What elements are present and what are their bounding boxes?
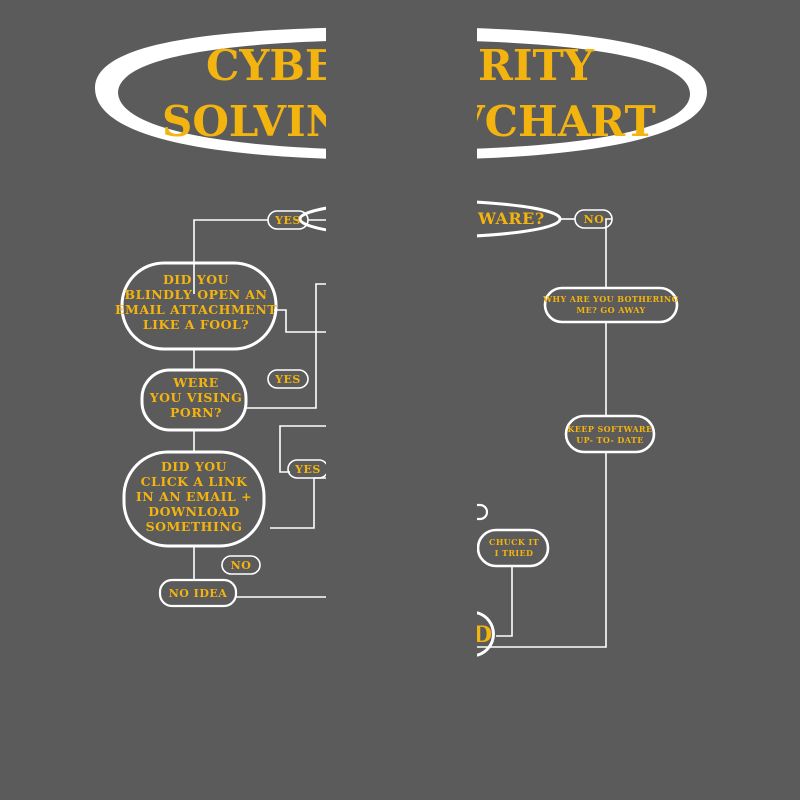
keep-software-line-1: KEEP SOFTWARE <box>568 424 653 434</box>
node-partial-right-stub <box>477 503 489 521</box>
top-question-text: WARE? <box>477 209 545 228</box>
label-yes-link-text: YES <box>294 463 321 476</box>
click-link-line-2: CLICK A LINK <box>141 474 248 489</box>
connector-porn-right <box>244 283 326 409</box>
title-line1-right: RITY <box>478 41 595 90</box>
click-link-line-5: SOMETHING <box>146 519 243 534</box>
missing-strip <box>326 0 477 800</box>
chuck-it-line-2: I TRIED <box>495 548 534 558</box>
connector-lines <box>193 218 612 648</box>
blindly-open-line-2: BLINDLY OPEN AN <box>125 287 268 302</box>
label-no-link-text: NO <box>231 559 252 572</box>
why-bothering-line-2: ME? GO AWAY <box>576 305 645 315</box>
label-no-link: NO <box>221 555 261 575</box>
node-why-bothering: WHY ARE YOU BOTHERING ME? GO AWAY <box>542 286 679 324</box>
blindly-open-line-4: LIKE A FOOL? <box>143 317 249 332</box>
connector-chuck-to-end <box>496 566 513 637</box>
click-link-line-4: DOWNLOAD <box>148 504 239 519</box>
title-line1-left: CYBE <box>206 41 337 90</box>
connector-keep-to-end <box>477 452 607 648</box>
label-no-idea: NO IDEA <box>158 578 238 608</box>
node-end-partial: D <box>440 611 495 657</box>
visiting-porn-line-2: YOU VISING <box>149 390 243 405</box>
end-partial-text: D <box>473 622 492 648</box>
connector-left-trunk <box>193 219 268 294</box>
click-link-line-1: DID YOU <box>161 459 227 474</box>
label-no-idea-text: NO IDEA <box>169 587 228 600</box>
connector-yes-link-box <box>279 425 326 473</box>
label-yes-link: YES <box>287 459 329 479</box>
connector-link-right <box>270 477 326 529</box>
label-yes-top: YES <box>267 210 309 230</box>
node-visiting-porn: WERE YOU VISING PORN? <box>140 368 248 432</box>
node-blindly-open: DID YOU BLINDLY OPEN AN EMAIL ATTACHMENT… <box>115 261 278 351</box>
blindly-open-line-1: DID YOU <box>163 272 229 287</box>
node-click-link: DID YOU CLICK A LINK IN AN EMAIL + DOWNL… <box>122 450 266 548</box>
connector-no-down <box>605 218 612 288</box>
connector-blindly-right <box>274 309 326 333</box>
label-yes-top-text: YES <box>274 214 301 227</box>
visiting-porn-line-3: PORN? <box>170 405 222 420</box>
title-line2-right: VCHART <box>451 97 656 146</box>
why-bothering-line-1: WHY ARE YOU BOTHERING <box>542 294 679 304</box>
chuck-it-line-1: CHUCK IT <box>489 537 539 547</box>
blindly-open-line-3: EMAIL ATTACHMENT <box>115 302 277 317</box>
node-keep-software: KEEP SOFTWARE UP- TO- DATE <box>564 414 656 454</box>
label-yes-porn: YES <box>267 369 309 389</box>
label-no-top: NO <box>574 209 613 229</box>
node-chuck-it: CHUCK IT I TRIED <box>476 528 550 568</box>
label-no-top-text: NO <box>584 213 605 226</box>
visiting-porn-line-1: WERE <box>172 375 218 390</box>
click-link-line-3: IN AN EMAIL + <box>136 489 252 504</box>
keep-software-line-2: UP- TO- DATE <box>576 435 644 445</box>
label-yes-porn-text: YES <box>274 373 301 386</box>
